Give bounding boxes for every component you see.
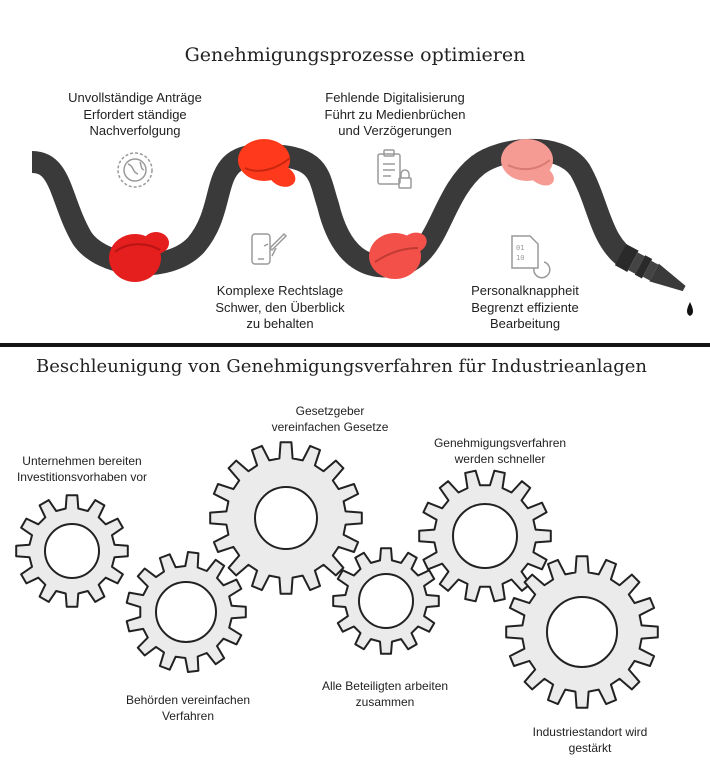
water-drop-icon [687,302,693,316]
svg-text:10: 10 [516,254,524,262]
gear-icon [209,441,363,595]
gear-label-1: Unternehmen bereiten Investitionsvorhabe… [2,454,162,485]
globe-icon [117,152,153,188]
issue-title: Komplexe Rechtslage [216,283,344,298]
gear-label-line2: zusammen [355,694,415,709]
gear-icon [15,494,129,608]
issue-desc-2: Nachverfolgung [89,123,181,138]
section1-title: Genehmigungsprozesse optimieren [184,44,526,66]
issue-desc-1: Schwer, den Überblick [215,299,345,315]
issue-desc-2: Bearbeitung [489,316,561,331]
gear-icon [332,547,440,655]
issue-staff-shortage: Personalknappheit Begrenzt effiziente Be… [440,283,610,333]
gear-label-line1: Gesetzgeber [295,404,365,418]
binary-file-icon: 01 10 [511,235,551,279]
knot-4 [501,139,554,186]
clipboard-lock-icon [377,149,412,189]
gear-label-6: Industriestandort wird gestärkt [510,725,670,756]
gear-label-line2: werden schneller [454,451,546,466]
section-divider [0,343,710,347]
gear-label-2: Behörden vereinfachen Verfahren [108,693,268,724]
gear-label-line1: Unternehmen bereiten [22,454,142,468]
gear-label-line1: Industriestandort wird [532,725,648,739]
issue-missing-digitalization: Fehlende Digitalisierung Führt zu Medien… [305,90,485,140]
issue-desc-1: Führt zu Medienbrüchen [324,106,466,122]
issue-title: Unvollständige Anträge [68,90,202,105]
mobile-rocket-icon [251,232,288,265]
gear-label-line2: gestärkt [568,740,612,755]
issue-desc-2: zu behalten [246,316,314,331]
gear-label-line2: Verfahren [161,708,215,723]
issue-desc-2: und Verzögerungen [338,123,452,138]
gear-icon [125,551,247,673]
gear-label-3: Gesetzgeber vereinfachen Gesetze [250,404,410,435]
section2-title: Beschleunigung von Genehmigungsverfahren… [36,356,648,377]
gear-label-line2: vereinfachen Gesetze [271,419,389,434]
issue-title: Personalknappheit [471,283,579,298]
gear-label-line1: Alle Beteiligten arbeiten [321,679,449,693]
nozzle-icon [614,244,686,292]
gear-label-line2: Investitionsvorhaben vor [16,469,148,484]
gear-label-5: Genehmigungsverfahren werden schneller [415,436,585,467]
issue-title: Fehlende Digitalisierung [325,90,465,105]
svg-text:01: 01 [516,244,524,252]
gear-icon [505,555,659,709]
gear-label-line1: Genehmigungsverfahren [433,436,567,450]
issue-desc-1: Begrenzt effiziente [471,299,579,315]
gear-icon [418,469,552,603]
knot-2 [238,139,296,187]
knot-1 [109,232,169,282]
issue-incomplete-applications: Unvollständige Anträge Erfordert ständig… [50,90,220,140]
knot-3 [369,232,427,279]
issue-complex-law: Komplexe Rechtslage Schwer, den Überblic… [195,283,365,333]
gear-label-line1: Behörden vereinfachen [125,693,251,707]
issue-desc-1: Erfordert ständige [83,106,187,122]
gear-label-4: Alle Beteiligten arbeiten zusammen [300,679,470,710]
